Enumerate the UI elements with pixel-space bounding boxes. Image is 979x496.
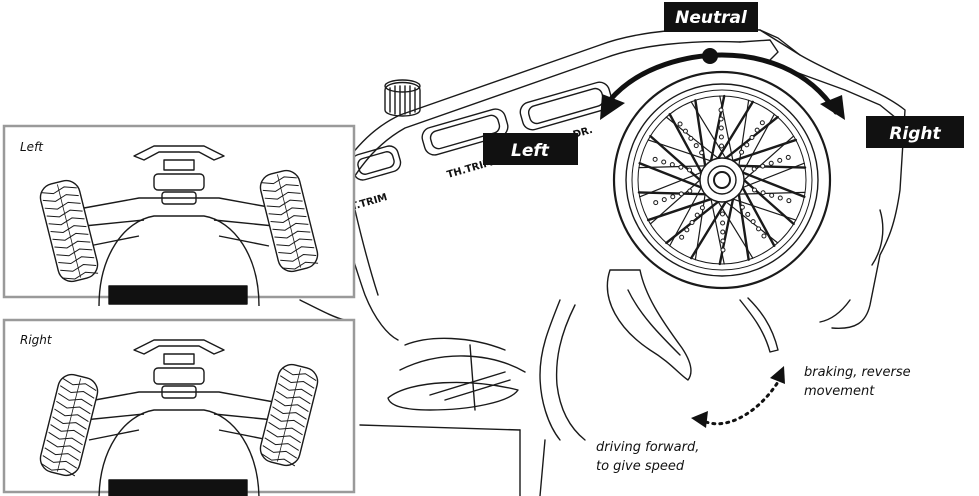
tire-icon [259, 363, 319, 467]
arrow-forward-icon [691, 411, 708, 428]
th-trim-button [421, 108, 509, 156]
arrow-left-icon [600, 94, 625, 120]
tire-icon [39, 179, 99, 283]
neutral-label: Neutral [675, 8, 748, 28]
trigger-motion-arrow [691, 366, 785, 428]
neutral-tag: Neutral [664, 2, 758, 32]
dr-button [519, 81, 613, 131]
panel-left-title: Left [20, 140, 44, 154]
tire-icon [259, 169, 319, 273]
forward-note-line2: to give speed [596, 459, 685, 474]
braking-note-line2: movement [804, 384, 875, 399]
steering-rotation-arc [600, 48, 845, 120]
arrow-back-icon [770, 366, 785, 384]
wheel-holes [652, 107, 792, 253]
neutral-dot [702, 48, 718, 64]
buggy-front-icon [39, 339, 319, 496]
left-label: Left [511, 141, 550, 161]
throttle-trigger [606, 269, 692, 381]
transmitter-illustration [299, 27, 906, 496]
arrow-right-icon [820, 95, 845, 120]
panel-right-title: Right [20, 333, 53, 347]
forward-note-line1: driving forward, [596, 440, 699, 455]
braking-note-line1: braking, reverse [804, 365, 911, 380]
right-label: Right [889, 124, 941, 144]
right-tag: Right [866, 116, 964, 148]
left-tag: Left [483, 133, 578, 165]
st-trim-label: T.TRIM [350, 192, 389, 213]
st-trim-button [350, 145, 402, 181]
tire-icon [39, 373, 99, 477]
buggy-front-icon [39, 145, 319, 307]
panel-left-steer: Left [2, 124, 356, 307]
panel-right-steer: Right [2, 318, 356, 496]
steering-wheel [612, 70, 832, 290]
